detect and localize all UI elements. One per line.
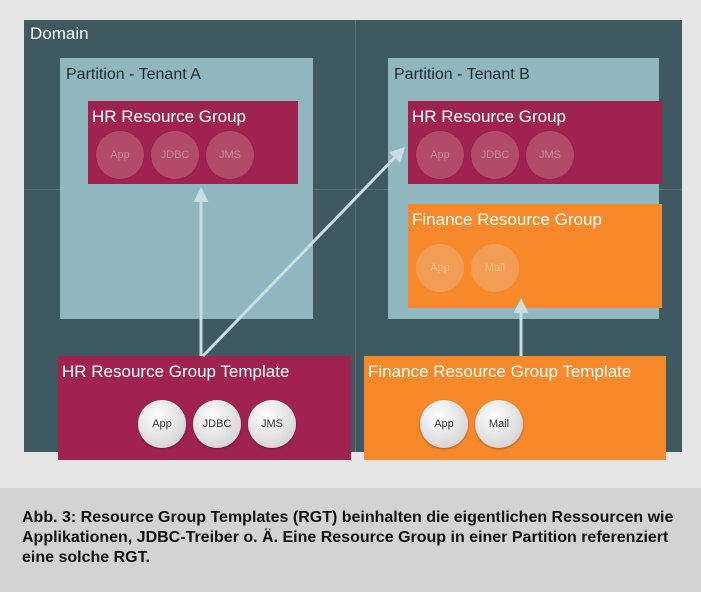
- figure-caption: Abb. 3: Resource Group Templates (RGT) b…: [22, 509, 674, 566]
- hr-group-a-title: HR Resource Group: [92, 107, 247, 126]
- hr-template-resources: App JDBC JMS: [138, 400, 296, 448]
- resource-jdbc: JDBC: [193, 400, 241, 448]
- resource-jms: JMS: [248, 400, 296, 448]
- resource-mail: Mail: [471, 244, 519, 292]
- resource-mail: Mail: [475, 400, 523, 448]
- hr-group-b-title: HR Resource Group: [412, 107, 567, 126]
- partition-b-label: Partition - Tenant B: [394, 66, 530, 83]
- resource-jdbc: JDBC: [151, 131, 199, 179]
- finance-template-resources: App Mail: [420, 400, 523, 448]
- resource-jdbc: JDBC: [471, 131, 519, 179]
- finance-resource-group-tenant-b: Finance Resource Group App Mail: [408, 204, 662, 308]
- hr-resource-group-template: HR Resource Group Template App JDBC JMS: [58, 356, 351, 460]
- partition-a-label: Partition - Tenant A: [66, 66, 201, 83]
- hr-group-a-resources: App JDBC JMS: [96, 131, 254, 179]
- resource-app: App: [416, 131, 464, 179]
- finance-template-title: Finance Resource Group Template: [368, 362, 632, 381]
- caption-background: [0, 488, 701, 592]
- finance-group-b-resources: App Mail: [416, 244, 519, 292]
- hr-resource-group-tenant-a: HR Resource Group App JDBC JMS: [88, 101, 298, 184]
- resource-app: App: [416, 244, 464, 292]
- domain-label: Domain: [30, 24, 89, 43]
- grid-line-vertical: [355, 20, 356, 452]
- resource-jms: JMS: [526, 131, 574, 179]
- hr-resource-group-tenant-b: HR Resource Group App JDBC JMS: [408, 101, 662, 184]
- partition-tenant-a: Partition - Tenant A: [60, 58, 313, 319]
- resource-jms: JMS: [206, 131, 254, 179]
- finance-group-b-title: Finance Resource Group: [412, 210, 602, 229]
- domain-container: Domain Partition - Tenant A Partition - …: [24, 20, 682, 460]
- resource-app: App: [96, 131, 144, 179]
- resource-app: App: [138, 400, 186, 448]
- finance-resource-group-template: Finance Resource Group Template App Mail: [364, 356, 666, 460]
- resource-app: App: [420, 400, 468, 448]
- hr-template-title: HR Resource Group Template: [62, 362, 290, 381]
- hr-group-b-resources: App JDBC JMS: [416, 131, 574, 179]
